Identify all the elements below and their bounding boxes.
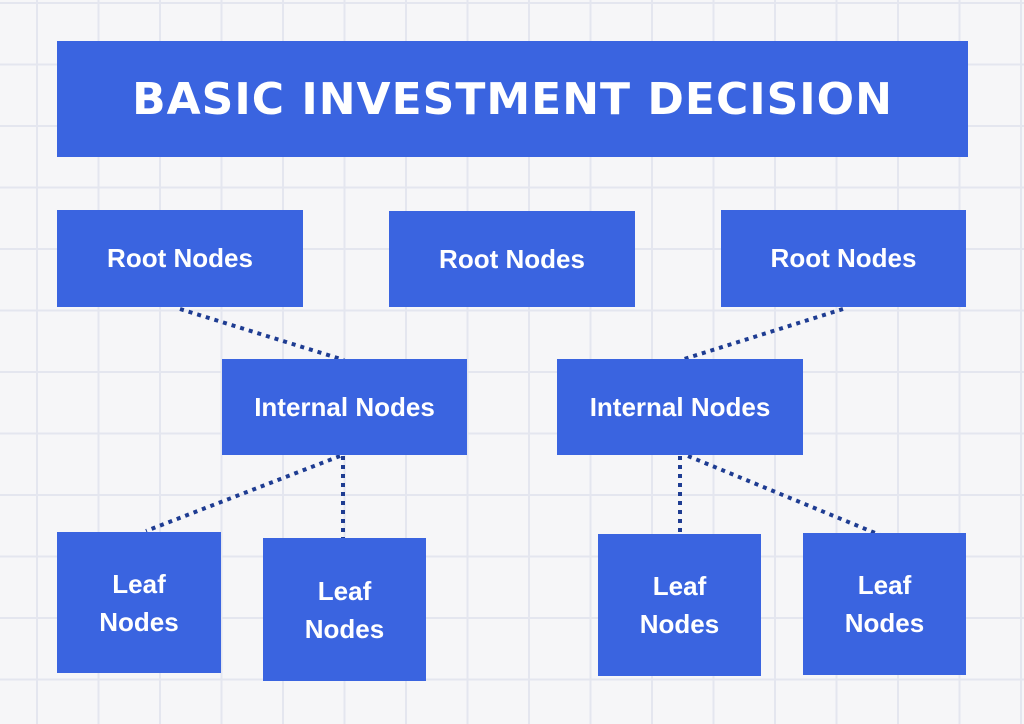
connector-root1-internal1: [179, 307, 345, 362]
node-internal-2-label: Internal Nodes: [589, 391, 771, 422]
node-leaf-1-label: Leaf Nodes: [99, 568, 179, 637]
node-internal-1-label: Internal Nodes: [254, 391, 435, 422]
node-root-3: Root Nodes: [721, 210, 966, 307]
node-leaf-3: Leaf Nodes: [598, 534, 761, 676]
connector-root3-internal2: [680, 307, 844, 362]
node-root-2-label: Root Nodes: [439, 243, 585, 274]
node-internal-1: Internal Nodes: [222, 359, 467, 455]
node-leaf-3-label: Leaf Nodes: [639, 571, 720, 639]
node-leaf-4: Leaf Nodes: [803, 533, 966, 675]
node-leaf-1: Leaf Nodes: [57, 532, 221, 673]
title-banner: BASIC INVESTMENT DECISION: [57, 41, 968, 157]
node-root-2: Root Nodes: [389, 211, 635, 307]
node-root-3-label: Root Nodes: [770, 243, 917, 273]
page-title: BASIC INVESTMENT DECISION: [132, 73, 893, 125]
node-root-1: Root Nodes: [57, 210, 303, 307]
node-internal-2: Internal Nodes: [557, 359, 803, 455]
node-leaf-2: Leaf Nodes: [263, 538, 426, 681]
connector-internal1-leaf1: [145, 454, 341, 533]
connector-internal2-leaf4: [687, 454, 881, 537]
node-leaf-4-label: Leaf Nodes: [844, 570, 925, 638]
node-root-1-label: Root Nodes: [107, 243, 253, 273]
node-leaf-2-label: Leaf Nodes: [304, 575, 385, 644]
